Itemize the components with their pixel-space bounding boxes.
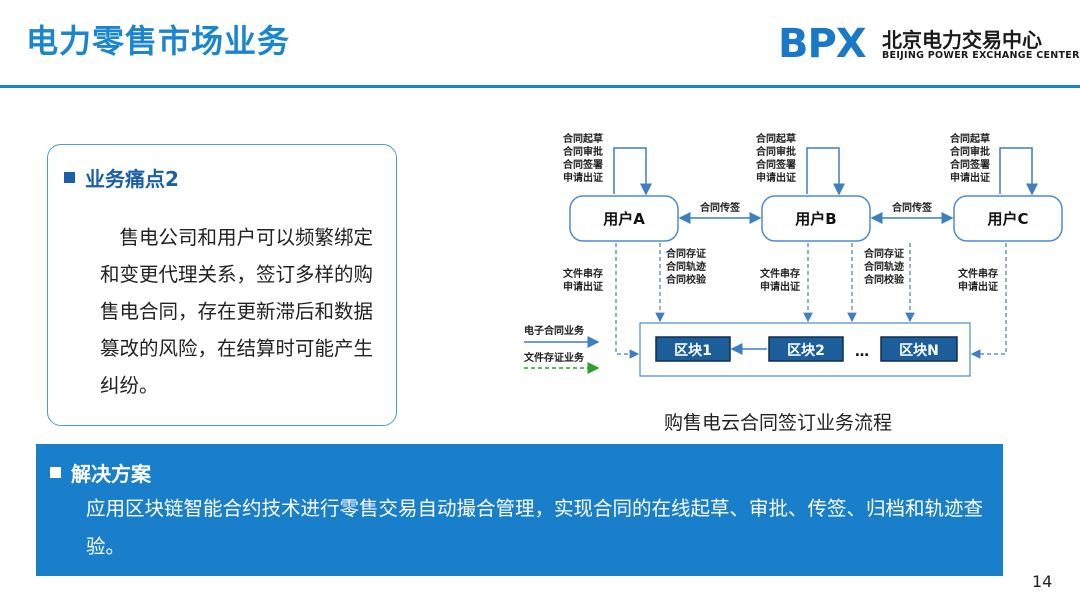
storage-label-b-2: 申请出证 xyxy=(760,280,800,293)
block-n-label: 区块N xyxy=(899,343,939,359)
loop-label-a-3: 合同签署 xyxy=(562,158,603,171)
user-a-label: 用户A xyxy=(603,210,645,228)
loop-label-b-1: 合同起草 xyxy=(755,132,796,145)
verify-label-a-3: 合同校验 xyxy=(665,273,707,286)
logo-name: 北京电力交易中心 xyxy=(882,28,1042,52)
legend-storage-label: 文件存证业务 xyxy=(524,351,585,364)
block-1: 区块1 xyxy=(655,336,731,362)
loop-label-c-4: 申请出证 xyxy=(950,171,990,184)
contract-flow-diagram: 合同起草 合同审批 合同签署 申请出证 合同起草 合同审批 合同签署 申请出证 … xyxy=(510,120,1070,440)
storage-label-a-1: 文件串存 xyxy=(563,267,603,280)
loop-labels-b: 合同起草 合同审批 合同签署 申请出证 xyxy=(755,132,796,184)
user-node-a: 用户A xyxy=(569,195,679,242)
block-ellipsis: … xyxy=(855,344,869,360)
page-title: 电力零售市场业务 xyxy=(26,22,291,60)
loop-arrow-c xyxy=(999,147,1038,196)
storage-arrow-a xyxy=(615,243,640,359)
user-c-label: 用户C xyxy=(987,210,1028,228)
bullet-square-icon xyxy=(64,172,75,183)
bpx-logo: BPX 北京电力交易中心 BEIJING POWER EXCHANGE CENT… xyxy=(778,21,1079,67)
pain-point-heading-text: 业务痛点2 xyxy=(85,167,179,191)
loop-arrow-a xyxy=(613,147,652,196)
pain-point-heading: 业务痛点2 xyxy=(64,163,179,192)
loop-label-c-2: 合同审批 xyxy=(949,145,990,158)
page-number: 14 xyxy=(1032,572,1053,591)
block-2: 区块2 xyxy=(768,336,844,362)
diagram-caption: 购售电云合同签订业务流程 xyxy=(664,412,893,434)
loop-label-b-3: 合同签署 xyxy=(755,158,796,171)
solution-body: 应用区块链智能合约技术进行零售交易自动撮合管理，实现合同的在线起草、审批、传签、… xyxy=(86,497,984,558)
loop-label-c-1: 合同起草 xyxy=(949,132,990,145)
storage-label-b-1: 文件串存 xyxy=(760,267,800,280)
pain-point-body: 售电公司和用户可以频繁绑定和变更代理关系，签订多样的购售电合同，存在更新滞后和数… xyxy=(100,226,374,397)
loop-label-a-2: 合同审批 xyxy=(562,145,603,158)
storage-label-c-2: 申请出证 xyxy=(958,280,998,293)
loop-label-c-3: 合同签署 xyxy=(949,158,990,171)
loop-label-a-1: 合同起草 xyxy=(562,132,603,145)
verify-label-a-1: 合同存证 xyxy=(665,247,706,260)
header-divider xyxy=(0,85,1080,88)
solution-heading: 解决方案 xyxy=(50,458,151,487)
loop-label-b-2: 合同审批 xyxy=(755,145,796,158)
loop-labels-a: 合同起草 合同审批 合同签署 申请出证 xyxy=(562,132,603,184)
user-node-c: 用户C xyxy=(953,195,1063,242)
slide-header: 电力零售市场业务 BPX 北京电力交易中心 BEIJING POWER EXCH… xyxy=(0,0,1080,88)
flow-diagram-svg: 合同起草 合同审批 合同签署 申请出证 合同起草 合同审批 合同签署 申请出证 … xyxy=(524,132,1063,377)
loop-arrow-b xyxy=(806,147,845,196)
storage-arrow-c xyxy=(970,243,1007,359)
block-1-label: 区块1 xyxy=(674,343,712,359)
transfer-label-bc: 合同传签 xyxy=(891,201,933,214)
transfer-label-ab: 合同传签 xyxy=(699,201,741,214)
loop-labels-c: 合同起草 合同审批 合同签署 申请出证 xyxy=(949,132,990,184)
bullet-square-icon xyxy=(50,467,61,478)
solution-heading-text: 解决方案 xyxy=(71,462,151,486)
verify-label-b-3: 合同校验 xyxy=(863,273,905,286)
solution-panel: 解决方案 应用区块链智能合约技术进行零售交易自动撮合管理，实现合同的在线起草、审… xyxy=(36,444,1003,576)
logo-english-name: BEIJING POWER EXCHANGE CENTER xyxy=(882,50,1080,61)
block-n: 区块N xyxy=(880,336,958,362)
loop-label-a-4: 申请出证 xyxy=(563,171,603,184)
legend-electronic-label: 电子合同业务 xyxy=(524,324,585,337)
pain-point-panel: 业务痛点2 售电公司和用户可以频繁绑定和变更代理关系，签订多样的购售电合同，存在… xyxy=(47,144,397,426)
storage-label-c-1: 文件串存 xyxy=(958,267,998,280)
verify-label-b-2: 合同轨迹 xyxy=(863,260,904,273)
loop-label-b-4: 申请出证 xyxy=(756,171,796,184)
block-2-label: 区块2 xyxy=(787,343,825,359)
user-node-b: 用户B xyxy=(761,195,871,242)
logo-mark: BPX xyxy=(778,21,867,67)
verify-label-a-2: 合同轨迹 xyxy=(665,260,706,273)
verify-label-b-1: 合同存证 xyxy=(863,247,904,260)
storage-label-a-2: 申请出证 xyxy=(563,280,603,293)
user-b-label: 用户B xyxy=(795,210,836,228)
